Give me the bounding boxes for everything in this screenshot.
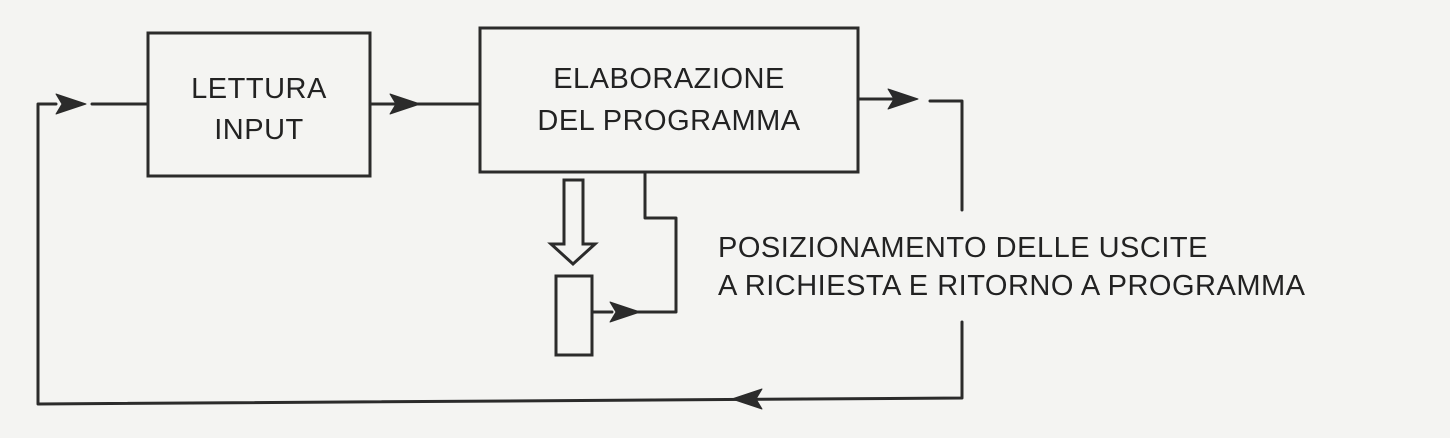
return-loop: [36, 99, 964, 410]
program-processing-label-line1: ELABORAZIONE: [553, 63, 785, 95]
program-processing-box: [478, 26, 860, 174]
program-branch-line: [630, 170, 678, 314]
output-note-line2: A RICHIESTA E RITORNO A PROGRAMMA: [718, 270, 1306, 302]
program-processing-label-line2: DEL PROGRAMMA: [537, 105, 800, 137]
read-input-block: LETTURA INPUT: [146, 31, 372, 178]
return-loop-bottom-segment: [36, 102, 964, 406]
hollow-down-arrow: [547, 178, 599, 267]
branch-arrowhead: [609, 301, 641, 323]
output-branch: [547, 170, 678, 357]
output-note: POSIZIONAMENTO DELLE USCITE A RICHIESTA …: [718, 232, 1306, 302]
read-input-label-line1: LETTURA: [191, 73, 327, 105]
return-loop-top-segment: [928, 99, 964, 212]
read-input-label-line2: INPUT: [214, 114, 304, 146]
output-note-line1: POSIZIONAMENTO DELLE USCITE: [718, 232, 1208, 264]
read-input-box: [146, 31, 372, 178]
program-processing-block: ELABORAZIONE DEL PROGRAMMA: [478, 26, 860, 174]
input-to-program-arrowhead: [389, 93, 421, 115]
output-register-box: [554, 274, 594, 357]
return-loop-arrowhead: [731, 388, 763, 410]
entry-arrowhead: [55, 93, 87, 115]
program-output-arrowhead: [887, 88, 919, 110]
